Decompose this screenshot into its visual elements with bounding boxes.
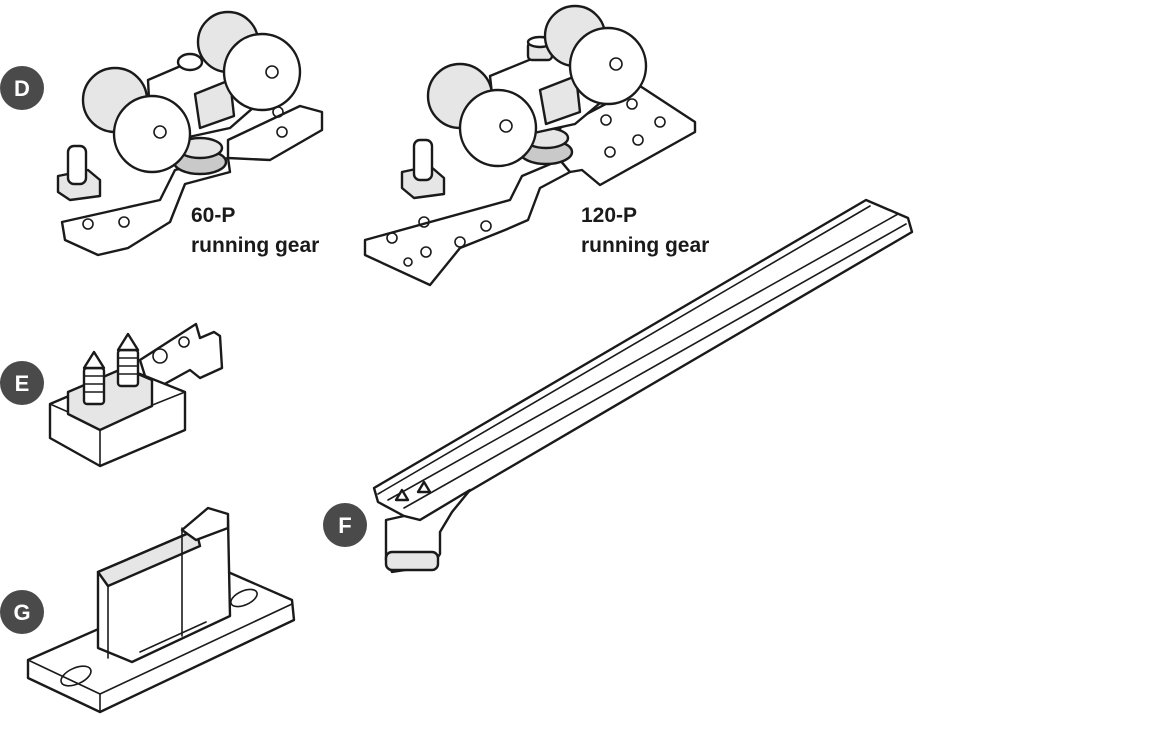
- badge-f-label: F: [338, 513, 351, 538]
- part-f-rail-drawing: [372, 198, 914, 574]
- running-gear-120p-drawing: [363, 4, 697, 287]
- badge-e: E: [0, 361, 44, 405]
- badge-g: G: [0, 590, 44, 634]
- running-gear-60p-drawing: [56, 10, 324, 257]
- gear-120-title: 120-P: [581, 204, 637, 227]
- gear-60-title: 60-P: [191, 204, 235, 227]
- gear-60-subtitle: running gear: [191, 234, 319, 257]
- gear-120-subtitle: running gear: [581, 234, 709, 257]
- part-e-bracket-drawing: [48, 322, 224, 468]
- badge-f: F: [323, 503, 367, 547]
- badge-g-label: G: [13, 600, 30, 625]
- badge-d: D: [0, 66, 44, 110]
- badge-e-label: E: [15, 371, 30, 396]
- badge-d-label: D: [14, 76, 30, 101]
- part-g-floor-guide-drawing: [26, 506, 296, 714]
